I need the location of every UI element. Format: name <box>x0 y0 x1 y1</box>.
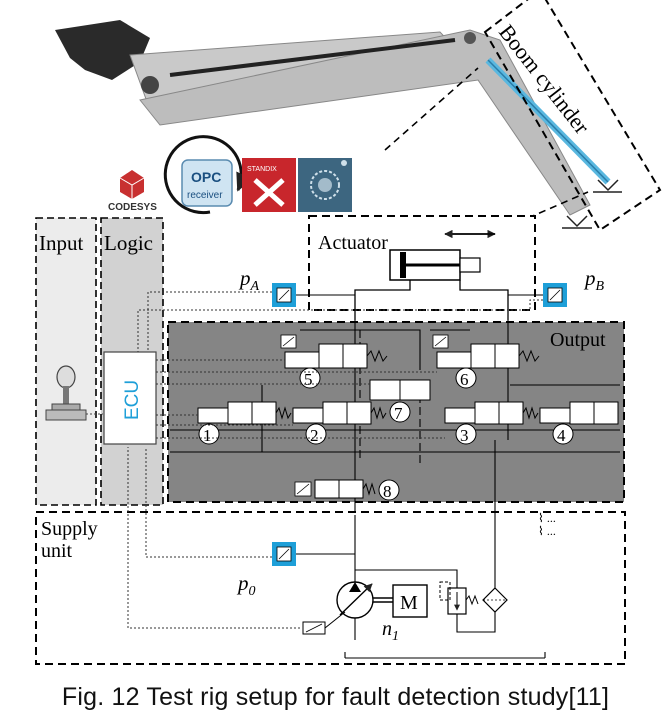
svg-text:7: 7 <box>394 404 403 423</box>
valve-6: 6 <box>432 334 540 389</box>
pA-sensor-icon <box>272 283 296 307</box>
svg-text:CODESYS: CODESYS <box>108 202 157 213</box>
valve-3: 3 <box>444 401 539 445</box>
logic-label: Logic <box>104 231 153 255</box>
valve-8: 8 <box>294 479 400 501</box>
test-rig-diagram: Boom cylinder CODESYS OPC receiver STAND… <box>35 0 662 665</box>
svg-text:3: 3 <box>460 426 469 445</box>
svg-text:⌇ ...: ⌇ ... <box>538 511 556 525</box>
valve-5: 5 <box>280 334 388 389</box>
svg-text:⌇ ...: ⌇ ... <box>538 524 556 538</box>
codesys-logo: CODESYS <box>108 170 157 213</box>
svg-text:OPC: OPC <box>191 169 221 185</box>
valve-4: 4 <box>539 401 619 445</box>
output-label: Output <box>550 329 606 351</box>
excavator-arm <box>55 20 622 229</box>
svg-text:M: M <box>400 592 418 614</box>
ecu-label: ECU <box>122 380 143 420</box>
supply-label-1: Supply <box>41 518 98 540</box>
ecu-block <box>103 351 157 445</box>
svg-text:receiver: receiver <box>187 190 223 201</box>
svg-text:6: 6 <box>460 370 469 389</box>
cluster-logo <box>298 158 352 212</box>
opc-receiver-logo: OPC receiver <box>163 135 253 215</box>
input-label: Input <box>39 231 83 255</box>
figure-caption: Fig. 12 Test rig setup for fault detecti… <box>61 683 610 711</box>
svg-text:1: 1 <box>203 426 212 445</box>
pump-icon <box>336 581 374 619</box>
svg-text:4: 4 <box>557 426 566 445</box>
svg-text:STANDIX: STANDIX <box>247 166 277 173</box>
valve-7: 7 <box>369 379 431 423</box>
svg-text:5: 5 <box>304 370 313 389</box>
p0-sensor-icon <box>272 542 296 566</box>
stanford-logo: STANDIX <box>242 158 296 212</box>
motor-icon <box>392 584 428 618</box>
supply-panel <box>35 511 626 665</box>
actuator-cylinder-icon <box>389 249 481 281</box>
input-panel <box>35 217 97 506</box>
svg-text:2: 2 <box>310 426 319 445</box>
actuator-label: Actuator <box>318 232 388 254</box>
svg-text:8: 8 <box>383 482 392 501</box>
pB-sensor-icon <box>543 283 567 307</box>
boom-cylinder-box <box>483 0 662 232</box>
bucket-icon <box>55 20 150 80</box>
joystick-icon <box>45 365 87 421</box>
pB-label: pB <box>583 266 605 294</box>
supply-label-2: unit <box>41 540 73 562</box>
valve-2: 2 <box>292 401 387 445</box>
n1-label: n1 <box>382 618 399 644</box>
p0-label: p0 <box>236 571 256 599</box>
pA-label: pA <box>238 266 260 294</box>
